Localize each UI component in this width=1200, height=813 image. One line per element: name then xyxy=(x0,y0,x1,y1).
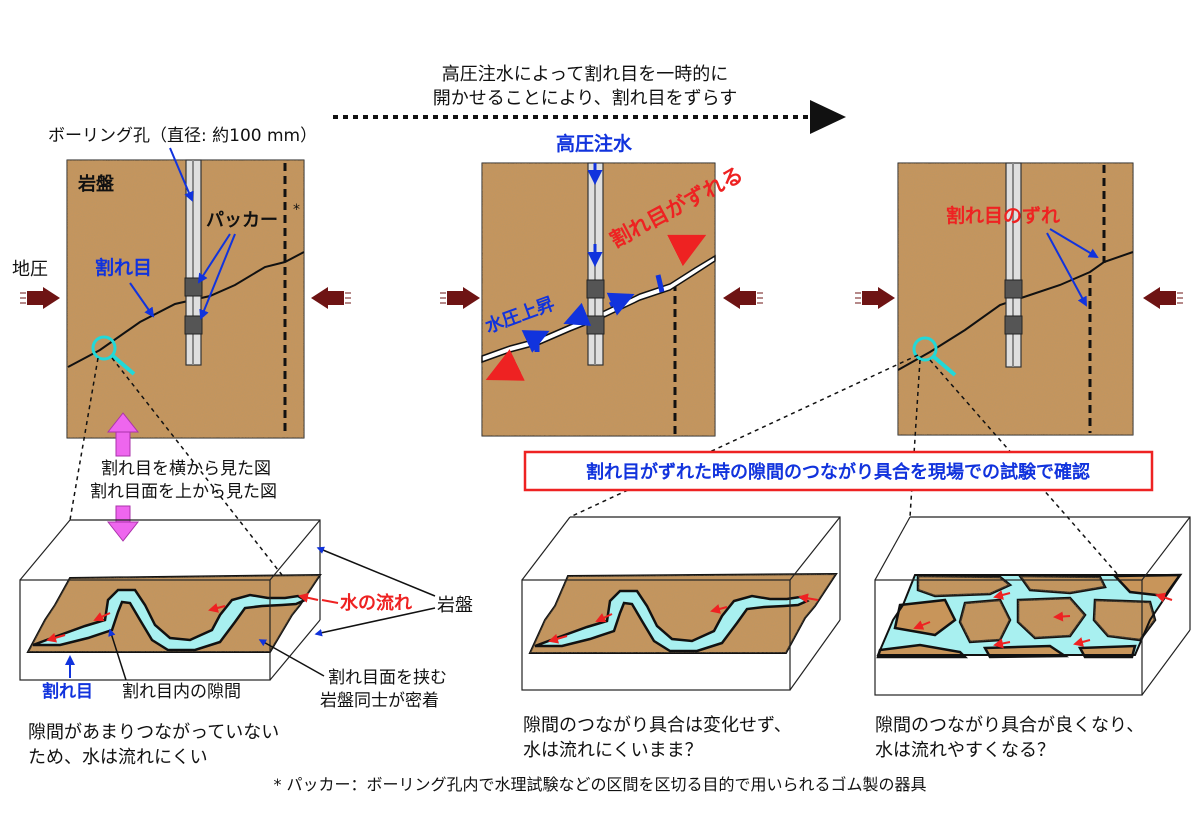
top-view-caption: 割れ目面を上から見た図 xyxy=(90,482,277,502)
block-right: 隙間のつながり具合が良くなり、 水は流れやすくなる？ xyxy=(874,516,1191,761)
offset-leader-1 xyxy=(1049,228,1099,259)
offset-leader-2 xyxy=(1046,232,1087,307)
contact-label-line2: 岩盤同士が密着 xyxy=(320,691,439,711)
stress-arrow-left-icon xyxy=(20,287,60,309)
result-right-line2: 水は流れやすくなる？ xyxy=(875,740,1055,761)
block-left: 水の流れ 岩盤 割れ目 割れ目内の隙間 割れ目面を挟む 岩盤同士が密着 隙間があ… xyxy=(19,519,473,768)
crack-leader xyxy=(129,282,155,318)
result-right-line1: 隙間のつながり具合が良くなり、 xyxy=(875,715,1144,736)
stress-arrow-left-icon xyxy=(440,287,480,309)
packer-label: パッカー xyxy=(206,210,278,231)
crack-label-block: 割れ目 xyxy=(42,681,93,702)
injection-label: 高圧注水 xyxy=(556,132,633,155)
plane-outline xyxy=(876,574,1182,656)
result-left-line1: 隙間があまりつながっていない xyxy=(28,722,279,743)
stress-label: 地圧 xyxy=(12,259,48,280)
result-left-line2: ため、水は流れにくい xyxy=(28,747,208,768)
block-middle: 隙間のつながり具合は変化せず、 水は流れにくいまま？ xyxy=(521,516,841,761)
rock-label: 岩盤 xyxy=(77,173,115,195)
contact-label-line1: 割れ目面を挟む xyxy=(328,668,447,688)
confirm-box: 割れ目がずれた時の隙間のつながり具合を現場での試験で確認 xyxy=(523,450,1154,492)
flow-label: 水の流れ xyxy=(340,592,412,614)
packer-leader-2 xyxy=(199,233,236,320)
packer-upper xyxy=(184,277,203,297)
process-text-line1: 高圧注水によって割れ目を一時的に xyxy=(442,64,729,85)
side-view-caption: 割れ目を横から見た図 xyxy=(101,459,271,479)
magnifier-icon xyxy=(91,335,136,376)
confirm-text: 割れ目がずれた時の隙間のつながり具合を現場での試験で確認 xyxy=(586,461,1090,483)
packer-leader-1 xyxy=(197,233,231,284)
view-arrow-up-icon xyxy=(106,412,140,457)
packer-upper xyxy=(1004,279,1023,299)
fracture-line xyxy=(897,251,1134,371)
stress-arrow-right-icon xyxy=(1143,287,1183,309)
panel-left: ボーリング孔（直径: 約100 mm） 岩盤 パッカー * 割れ目 地圧 xyxy=(12,126,351,439)
view-arrow-down-icon xyxy=(106,505,140,542)
stress-arrow-left-icon xyxy=(855,287,895,309)
borehole-leader xyxy=(169,147,194,202)
block-front-edges xyxy=(19,519,321,681)
zoom-line-left-2 xyxy=(111,357,301,599)
zoom-line-right-3 xyxy=(929,359,1141,601)
packer-lower xyxy=(1004,315,1023,335)
process-text-line2: 開かせることにより、割れ目をずらす xyxy=(433,88,738,109)
zoom-line-left-1 xyxy=(69,357,99,521)
flow-arrows xyxy=(46,592,319,643)
offset-label: 割れ目のずれ xyxy=(946,204,1060,227)
packer-lower xyxy=(184,315,203,335)
process-header: 高圧注水によって割れ目を一時的に 開かせることにより、割れ目をずらす xyxy=(333,64,846,134)
stress-arrow-right-icon xyxy=(723,287,763,309)
crack-label: 割れ目 xyxy=(95,256,152,279)
result-middle-line1: 隙間のつながり具合は変化せず、 xyxy=(523,715,792,736)
footnote: * パッカー：ボーリング孔内で水理試験などの区間を区切る目的で用いられるゴム製の… xyxy=(273,775,926,794)
pressure-arrows xyxy=(521,274,665,353)
magnifier-icon xyxy=(912,336,957,377)
slip-arrow-left-icon xyxy=(485,349,525,381)
process-arrow-head-icon xyxy=(810,100,846,134)
rock-leader-1 xyxy=(316,546,436,597)
borehole-label: ボーリング孔（直径: 約100 mm） xyxy=(48,126,317,146)
packer-lower xyxy=(586,315,605,335)
slip-arrow-right-icon xyxy=(667,234,707,267)
packer-upper xyxy=(586,279,605,299)
panel-right: 割れ目のずれ xyxy=(855,162,1183,436)
rock-label-block: 岩盤 xyxy=(437,595,473,616)
panel-middle: 高圧注水 割れ目がずれる 水圧上昇 xyxy=(440,132,763,437)
stress-arrow-right-icon xyxy=(311,287,351,309)
rock-leader-2 xyxy=(314,607,436,637)
packer-asterisk: * xyxy=(293,202,300,218)
gap-label: 割れ目内の隙間 xyxy=(122,682,241,702)
result-middle-line2: 水は流れにくいまま？ xyxy=(523,740,703,761)
